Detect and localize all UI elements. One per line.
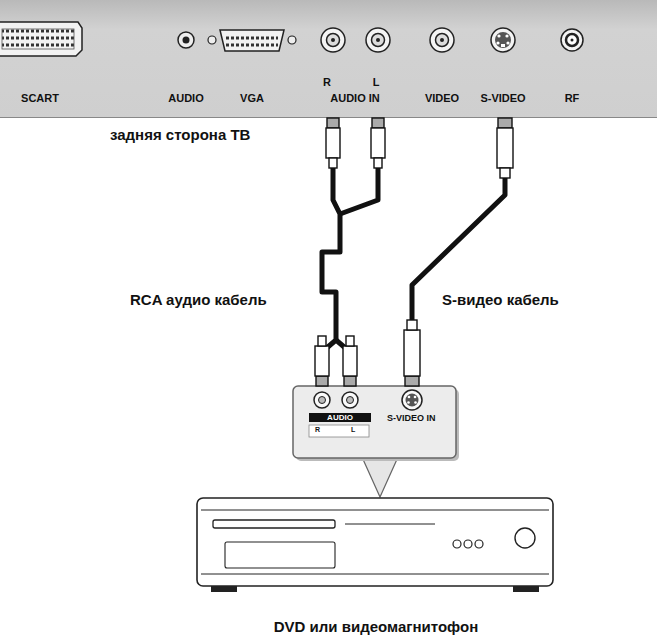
- scart-socket: [0, 22, 82, 56]
- jack-panel-box: [293, 386, 459, 461]
- device-caption: DVD или видеомагнитофон: [195, 618, 557, 635]
- rca-plug: [315, 336, 357, 386]
- cable-label: RCA аудио кабель: [128, 291, 269, 308]
- tv-back-band: [0, 0, 657, 118]
- rca-socket: [366, 28, 390, 52]
- connector-label: VIDEO: [425, 92, 459, 104]
- connector-label: AUDIO IN: [330, 92, 380, 104]
- panel-heading: задняя сторона ТВ: [110, 126, 250, 143]
- tv-back-panel: задняя сторона ТВ: [0, 0, 657, 118]
- connector-label: SCART: [21, 92, 59, 104]
- callout-pointer: [362, 457, 398, 497]
- s-video-plug: [404, 320, 420, 386]
- jack-panel: AUDIO R L S-VIDEO IN: [293, 386, 456, 458]
- connector-label: VGA: [240, 92, 264, 104]
- channel-label: L: [351, 426, 355, 434]
- s-video-plug: [497, 118, 513, 178]
- connector-label: RF: [565, 92, 580, 104]
- vga-socket: [208, 30, 296, 51]
- s-video-socket: [491, 28, 515, 52]
- dvd-player: DVD или видеомагнитофон: [195, 490, 557, 615]
- rca-socket: [321, 28, 345, 52]
- cable-label: S-видео кабель: [440, 291, 561, 308]
- connector-label: S-VIDEO: [480, 92, 525, 104]
- dvd-player-drawing: [197, 498, 553, 592]
- rca-plug: [326, 118, 385, 168]
- jack-group-label: AUDIO: [309, 413, 371, 422]
- channel-label: R: [323, 76, 331, 88]
- rf-socket: [561, 29, 583, 51]
- channel-label: L: [373, 76, 380, 88]
- cable: [412, 118, 505, 386]
- channel-label: R: [315, 426, 320, 434]
- jack-label: S-VIDEO IN: [387, 413, 436, 423]
- video-socket: [430, 28, 454, 52]
- connector-label: AUDIO: [168, 92, 203, 104]
- audio-jack: [178, 32, 194, 48]
